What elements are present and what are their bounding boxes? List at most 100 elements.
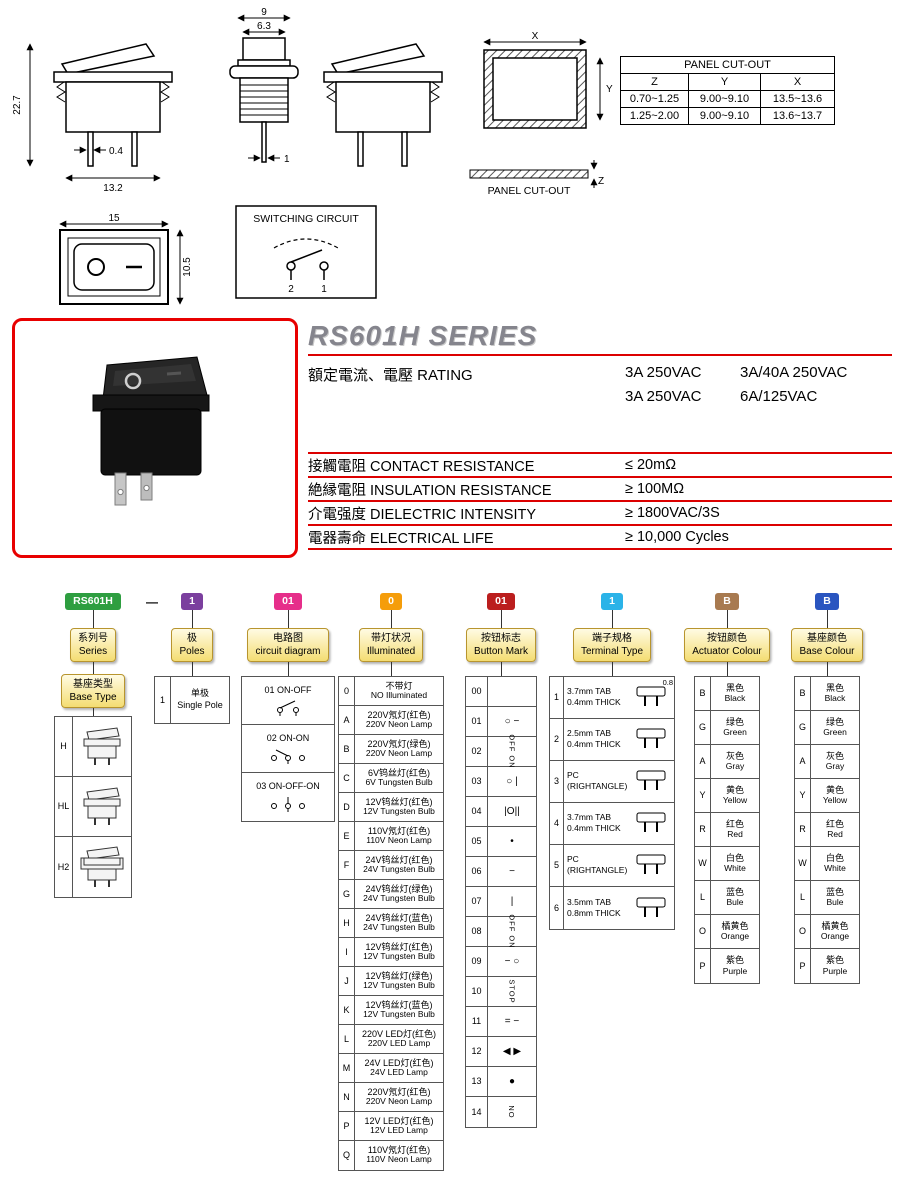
button-mark-symbol: | xyxy=(510,895,514,907)
colour-row: A 灰色 Gray xyxy=(695,744,759,779)
rating-value: 3A 250VAC xyxy=(625,364,702,381)
item-code: B xyxy=(795,676,811,710)
item-code: H xyxy=(55,716,73,776)
terminal-row: 5 PC (RIGHTANGLE) xyxy=(550,844,674,887)
poles-table: 1 单极 Single Pole xyxy=(154,675,230,724)
spec-row: 介電强度 DIELECTRIC INTENSITY ≥ 1800VAC/3S xyxy=(308,502,892,526)
item-code: F xyxy=(339,850,355,879)
colour-row: P 紫色 Purple xyxy=(695,948,759,983)
item-code: 04 xyxy=(466,796,488,826)
illuminated-row: H 24V钨丝灯(蓝色) 24V Tungsten Bulb xyxy=(339,908,443,938)
base-type-row: H2 xyxy=(55,836,131,897)
code-box-base-colour: B xyxy=(815,593,839,610)
connector xyxy=(726,661,728,676)
item-code: H2 xyxy=(55,836,73,897)
button-mark-row: 08 OFF ON xyxy=(466,914,536,948)
illuminated-row: P 12V LED灯(红色) 12V LED Lamp xyxy=(339,1111,443,1141)
dim-top-inner: 6.3 xyxy=(257,21,271,32)
item-code: 09 xyxy=(466,946,488,976)
terminal-icon xyxy=(628,845,674,886)
item-code: 08 xyxy=(466,916,488,946)
item-code: 3 xyxy=(550,760,564,802)
colour-row: B 黑色 Black xyxy=(695,676,759,711)
panel-cutout-drawing: X Y Z PANEL CUT-OUT xyxy=(469,31,613,197)
colour-row: P 紫色 Purple xyxy=(795,948,859,983)
button-mark-symbol: OFF ON xyxy=(507,733,517,769)
button-mark-row: 06 − xyxy=(466,856,536,887)
dim-top-pin: 1 xyxy=(284,154,290,165)
spec-label: 電器壽命 ELECTRICAL LIFE xyxy=(308,530,494,547)
colour-row: W 白色 White xyxy=(695,846,759,881)
item-code: R xyxy=(795,812,811,846)
connector xyxy=(390,609,392,628)
base-type-row: HL xyxy=(55,776,131,837)
circuit-row: 02 ON-ON xyxy=(242,725,334,773)
colour-label: 黑色 Black xyxy=(824,682,846,704)
colour-row: R 红色 Red xyxy=(695,812,759,847)
on-on-circuit-icon xyxy=(271,749,305,764)
switching-circuit-title: SWITCHING CIRCUIT xyxy=(253,213,359,225)
item-code: Y xyxy=(795,778,811,812)
terminal-label: PC (RIGHTANGLE) xyxy=(567,854,628,876)
connector xyxy=(92,661,94,674)
terminal-2-label: 2 xyxy=(288,284,294,295)
illuminated-label: 12V钨丝灯(绿色) 12V Tungsten Bulb xyxy=(363,970,435,990)
code-box-button-mark: 01 xyxy=(487,593,515,610)
rating-block: 額定電流、電壓 RATING 3A 250VAC 3A/40A 250VAC 3… xyxy=(308,364,892,412)
button-mark-row: 13 ● xyxy=(466,1066,536,1097)
spec-label: 介電强度 DIELECTRIC INTENSITY xyxy=(308,506,536,523)
item-code: C xyxy=(339,763,355,792)
illuminated-label: 220V氖灯(红色) 220V Neon Lamp xyxy=(365,1086,433,1106)
terminal-icon: 0.8 xyxy=(628,677,674,718)
dim-front-width: 13.2 xyxy=(103,183,123,194)
connector xyxy=(287,609,289,628)
item-code: Q xyxy=(339,1140,355,1170)
connector xyxy=(287,661,289,676)
spec-value: ≥ 100MΩ xyxy=(625,481,685,497)
button-mark-table: 00 01 ○ − 02 OFF ON 03 xyxy=(465,675,537,1128)
cell: 9.00~9.10 xyxy=(688,90,761,108)
face-view-drawing: 15 10.5 xyxy=(59,213,193,305)
colour-label: 灰色 Gray xyxy=(725,750,745,772)
illuminated-row: N 220V氖灯(红色) 220V Neon Lamp xyxy=(339,1082,443,1112)
colour-label: 白色 White xyxy=(724,852,746,874)
colour-row: G 绿色 Green xyxy=(695,710,759,745)
on-off-circuit-icon xyxy=(277,700,299,716)
illuminated-label: 24V钨丝灯(红色) 24V Tungsten Bulb xyxy=(363,854,435,874)
terminal-label: 3.7mm TAB 0.4mm THICK xyxy=(567,686,621,708)
illuminated-label: 220V LED灯(红色) 220V LED Lamp xyxy=(361,1028,437,1048)
illuminated-label: 110V氖灯(红色) 110V Neon Lamp xyxy=(366,825,432,845)
button-mark-symbol: NO xyxy=(507,1104,517,1119)
colour-label: 橘黄色 Orange xyxy=(820,920,850,942)
illuminated-label: 220V氖灯(绿色) 220V Neon Lamp xyxy=(365,738,433,758)
rating-value: 6A/125VAC xyxy=(740,388,818,405)
colour-row: Y 黄色 Yellow xyxy=(695,778,759,813)
item-code: G xyxy=(795,710,811,744)
colour-label: 红色 Red xyxy=(725,818,744,840)
page-title: RS601H SERIES xyxy=(308,320,538,351)
item-code: 1 xyxy=(155,676,171,723)
button-mark-row: 10 STOP xyxy=(466,976,536,1007)
colour-row: L 蓝色 Bule xyxy=(695,880,759,915)
illuminated-label: 6V钨丝灯(红色) 6V Tungsten Bulb xyxy=(365,767,433,787)
button-mark-row: 14 NO xyxy=(466,1096,536,1127)
connector xyxy=(500,661,502,676)
item-code: 12 xyxy=(466,1036,488,1066)
button-mark-symbol: STOP xyxy=(507,978,517,1004)
colour-label: 橘黄色 Orange xyxy=(720,920,750,942)
illuminated-row: L 220V LED灯(红色) 220V LED Lamp xyxy=(339,1024,443,1054)
item-code: A xyxy=(695,744,711,778)
colour-row: Y 黄色 Yellow xyxy=(795,778,859,813)
button-mark-row: 09 − ○ xyxy=(466,946,536,977)
colour-label: 红色 Red xyxy=(825,818,844,840)
item-code: 05 xyxy=(466,826,488,856)
connector xyxy=(611,661,613,676)
